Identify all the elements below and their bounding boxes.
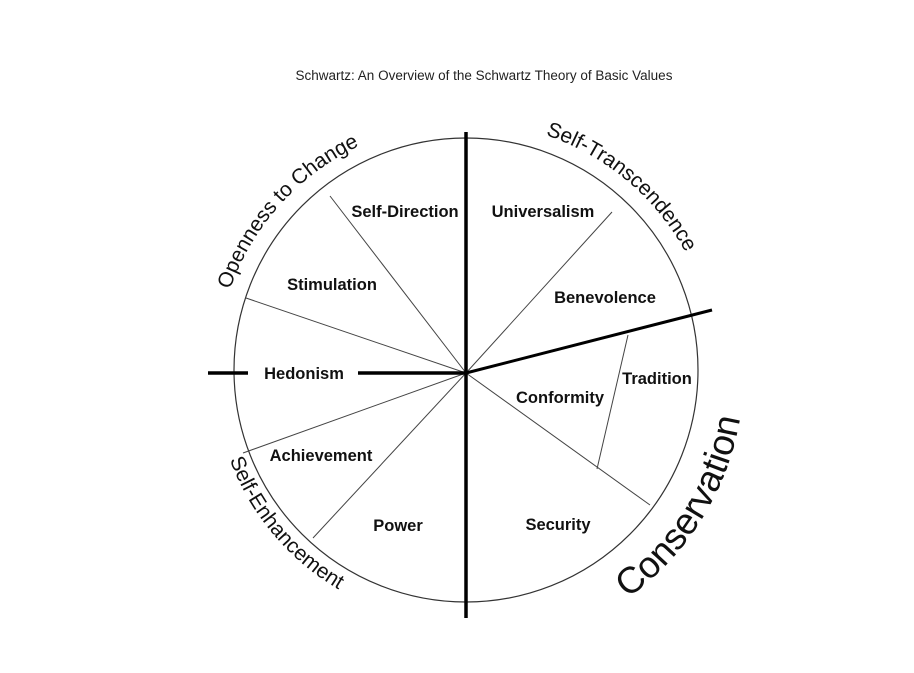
label-power: Power (373, 517, 423, 535)
diagram-title: Schwartz: An Overview of the Schwartz Th… (295, 68, 673, 83)
divider-selfdirection-stimulation (329, 195, 467, 374)
label-benevolence: Benevolence (554, 289, 656, 307)
divider-conformity-security (465, 372, 651, 506)
divider-universalism-benevolence (465, 211, 613, 374)
label-stimulation: Stimulation (287, 276, 377, 294)
group-self-enhancement: Self-Enhancement (225, 453, 348, 594)
group-conservation: Conservation (607, 411, 748, 604)
group-openness-to-change: Openness to Change (213, 130, 362, 292)
divider-tradition-conformity (596, 334, 629, 470)
label-universalism: Universalism (492, 203, 595, 221)
label-hedonism: Hedonism (264, 365, 344, 383)
conservation-divider (465, 308, 713, 375)
divider-stimulation-hedonism (245, 297, 467, 374)
label-self-direction: Self-Direction (351, 203, 458, 221)
group-self-transcendence: Self-Transcendence (544, 118, 701, 255)
label-security: Security (525, 516, 591, 534)
divider-achievement-power (312, 372, 467, 539)
label-conformity: Conformity (516, 389, 605, 407)
label-tradition: Tradition (622, 370, 692, 388)
label-achievement: Achievement (270, 447, 373, 465)
divider-hedonism-achievement (242, 372, 467, 454)
